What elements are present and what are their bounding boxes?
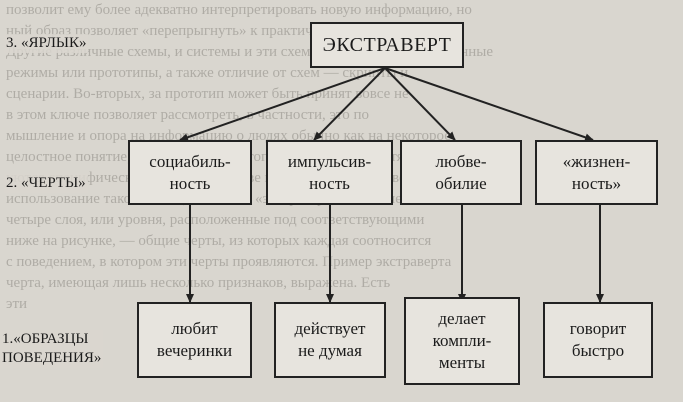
behavior-node-gives-compliments: делает компли- менты (404, 297, 520, 385)
behavior-node-likes-parties: любит вечеринки (137, 302, 252, 378)
level-label-label: 3. «ЯРЛЫК» (4, 34, 89, 53)
connector-root-trait1 (179, 67, 386, 142)
background-text-line: ниже на рисунке, — общие черты, из котор… (6, 233, 432, 249)
background-text-line: позволит ему более адекватно интерпретир… (6, 2, 472, 18)
behavior-node-speaks-fast: говорит быстро (543, 302, 653, 378)
level-label-behaviors: 1.«ОБРАЗЦЫ ПОВЕДЕНИЯ» (0, 330, 104, 368)
connector-root-trait3 (384, 67, 456, 141)
background-text-line: с поведением, в котором эти черты проявл… (6, 254, 452, 270)
background-text-line: четыре слоя, или уровня, расположенные п… (6, 212, 425, 228)
background-text-line: эти (6, 296, 28, 312)
behavior-node-acts-without-thinking: действует не думая (274, 302, 386, 378)
background-text-line: черта, имеющая лишь несколько признаков,… (6, 275, 391, 291)
background-text-line: в этом ключе позволяет рассмотреть, в ча… (6, 107, 370, 123)
trait-node-vitality: «жизнен- ность» (535, 140, 658, 205)
level-label-traits: 2. «ЧЕРТЫ» (4, 174, 88, 193)
background-text-line: сценарии. Во-вторых, за прототип может б… (6, 86, 409, 102)
connector-root-trait4 (384, 67, 594, 142)
trait-node-sociability: социабиль- ность (128, 140, 252, 205)
root-node-extravert: ЭКСТРАВЕРТ (310, 22, 464, 68)
background-text-line: режимы или прототипы, а также отличие от… (6, 65, 409, 81)
trait-node-impulsivity: импульсив- ность (266, 140, 393, 205)
connector-root-trait2 (313, 67, 386, 141)
trait-node-amorousness: любве- обилие (400, 140, 522, 205)
